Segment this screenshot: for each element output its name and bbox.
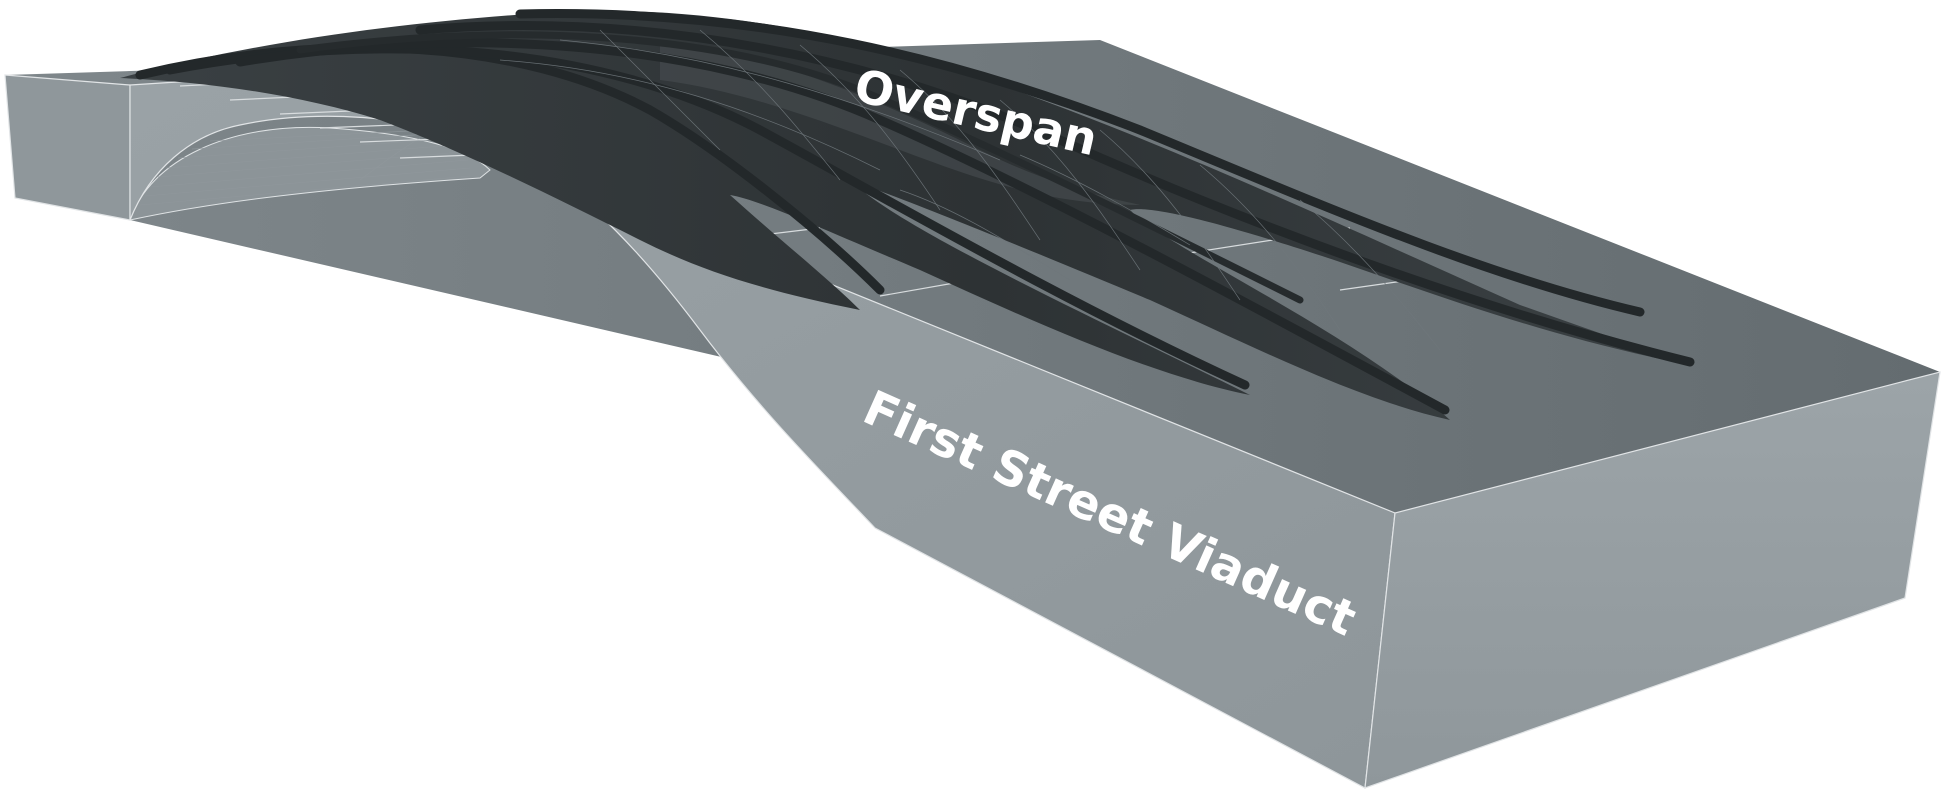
- overspan-ribs: [135, 9, 1695, 415]
- rib-5: [515, 9, 1645, 317]
- viaduct-underside-grid: [139, 130, 471, 206]
- overspan: [120, 9, 1695, 420]
- overspan-shell: [120, 10, 1690, 420]
- viaduct-end-left: [4, 74, 131, 221]
- overspan-grid: [499, 29, 1441, 351]
- viaduct-end-right: [1364, 371, 1941, 789]
- rib-3: [235, 38, 1450, 415]
- rib-4: [415, 21, 1695, 367]
- rib-6: [296, 31, 1304, 304]
